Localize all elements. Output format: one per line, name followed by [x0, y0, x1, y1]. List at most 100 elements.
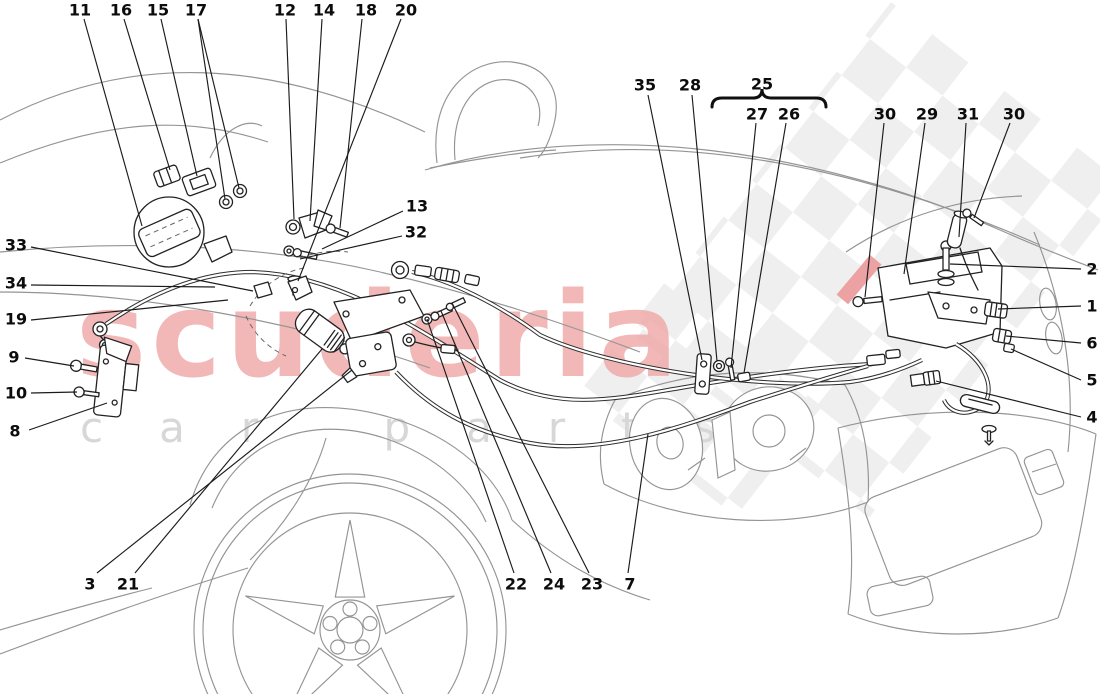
- leader-line-9: [24, 357, 75, 367]
- tire-inner: [202, 482, 498, 694]
- nut-28: [712, 359, 726, 373]
- wheel-hub-center: [336, 616, 364, 644]
- actuator-motor-3: [341, 331, 397, 384]
- rear-fender-crease: [1033, 231, 1071, 453]
- leader-line-22: [426, 318, 515, 574]
- callout-29: 29: [916, 105, 938, 124]
- windshield-inner-arc: [0, 124, 269, 164]
- callout-34: 34: [5, 274, 27, 293]
- tire-outer: [193, 473, 507, 694]
- bumper-bottom-edge: [847, 613, 1059, 635]
- screw-18: [325, 223, 350, 238]
- flap-hinge: [203, 235, 233, 263]
- actuator-cable-link: [402, 333, 459, 355]
- leader-line-10: [30, 391, 78, 394]
- callout-32: 32: [405, 223, 427, 242]
- body-line-behind-wheel: [511, 519, 651, 601]
- taillight-tick-1: [687, 457, 706, 471]
- sill-line-1: [0, 567, 249, 655]
- body-side-upper: [0, 245, 641, 353]
- mechanical-parts: [69, 164, 1015, 446]
- leader-line-35: [647, 94, 703, 361]
- roll-hoop-inner: [453, 79, 541, 161]
- roll-hoop-base: [429, 149, 557, 169]
- leader-line-26: [743, 122, 787, 374]
- cowl-line: [209, 122, 263, 159]
- car-body-outline: [0, 61, 1099, 694]
- bumper-right-edge: [1057, 433, 1097, 619]
- leader-line-33: [30, 246, 254, 292]
- screw-30-left: [852, 295, 883, 308]
- leader-line-14: [309, 18, 323, 222]
- callout-30: 30: [1003, 105, 1025, 124]
- callout-3: 3: [84, 575, 95, 594]
- loop-connector: [959, 393, 1001, 415]
- tail-panel-bottom: [603, 483, 869, 522]
- leader-line-34: [30, 284, 216, 288]
- callout-24: 24: [543, 575, 565, 594]
- bumper-vent: [1023, 448, 1065, 496]
- wheel-rim: [232, 512, 468, 694]
- callout-5: 5: [1086, 371, 1097, 390]
- spacer-26: [737, 371, 751, 383]
- leader-line-7: [627, 433, 649, 574]
- engine-lid-lock-assembly: [852, 208, 1015, 446]
- screw-32: [292, 248, 318, 260]
- wheel-arch-inner: [211, 428, 487, 523]
- tail-panel-top: [614, 372, 846, 401]
- leader-line-30: [973, 122, 1011, 219]
- callout-20: 20: [395, 1, 417, 20]
- callout-2: 2: [1086, 260, 1097, 279]
- callout-33: 33: [5, 236, 27, 255]
- leader-line-18: [339, 18, 363, 229]
- callout-18: 18: [355, 1, 377, 20]
- leader-line-17: [197, 18, 240, 189]
- leader-line-16: [123, 18, 171, 171]
- leader-line-12: [285, 18, 295, 220]
- retainer-clip-2: [181, 167, 217, 197]
- screw-9: [69, 359, 98, 373]
- mount-tab: [253, 281, 273, 299]
- tail-panel-right: [844, 384, 870, 503]
- taillight-divider: [711, 411, 736, 479]
- taillight-right-inner: [752, 414, 786, 448]
- fender-vent-1: [1039, 287, 1057, 321]
- solenoid-21: [294, 308, 351, 355]
- callout-11: 11: [69, 1, 91, 20]
- callout-21: 21: [117, 575, 139, 594]
- wheel-hub: [319, 599, 381, 661]
- callout-30: 30: [874, 105, 896, 124]
- cable-clamp-35: [694, 353, 712, 395]
- callout-6: 6: [1086, 334, 1097, 353]
- callout-26: 26: [778, 105, 800, 124]
- nut-2: [232, 183, 248, 199]
- lock-lever-plate: [927, 291, 991, 325]
- cable-eyelet-right: [390, 260, 481, 287]
- leader-line-28: [691, 94, 718, 362]
- cable-end-ferrule-b: [885, 348, 901, 360]
- fuel-door-latch-8: [93, 336, 140, 418]
- callout-25: 25: [751, 75, 773, 94]
- rear-deck-line: [424, 144, 1099, 271]
- callout-4: 4: [1086, 408, 1097, 427]
- retainer-clip-1: [153, 164, 181, 188]
- taillight-tick-2: [789, 447, 807, 461]
- callout-23: 23: [581, 575, 603, 594]
- windshield-arc: [0, 72, 426, 133]
- callout-10: 10: [5, 384, 27, 403]
- fender-vent-2: [1045, 321, 1063, 355]
- cable-end-ferrule-a: [866, 353, 886, 367]
- leader-line-27: [730, 122, 757, 369]
- callout-16: 16: [110, 1, 132, 20]
- leader-line-21: [134, 348, 323, 574]
- callout-9: 9: [8, 348, 19, 367]
- release-cables: [104, 269, 923, 449]
- callout-31: 31: [957, 105, 979, 124]
- taillight-left-inner: [656, 426, 684, 460]
- callout-15: 15: [147, 1, 169, 20]
- door-shut-line: [249, 437, 327, 561]
- bumper-left-edge: [837, 427, 853, 615]
- fuel-filler-flap: [133, 196, 205, 268]
